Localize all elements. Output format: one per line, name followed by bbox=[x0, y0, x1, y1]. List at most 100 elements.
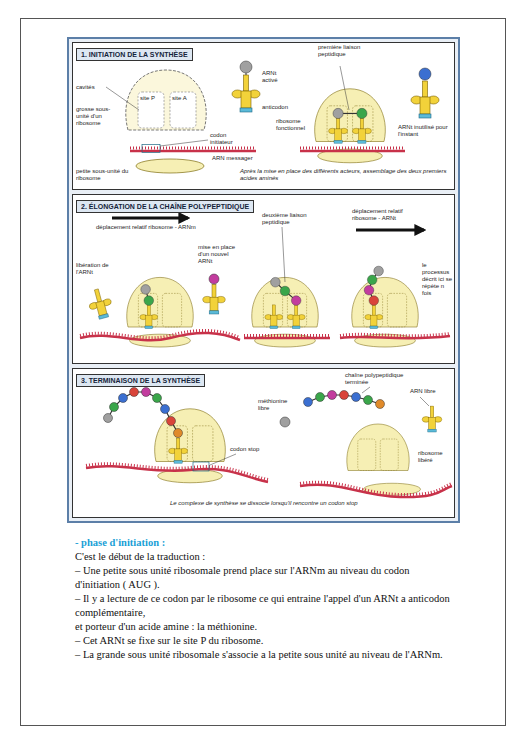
illustration-circle bbox=[333, 108, 343, 118]
figure-label: deuxième liaison peptidique bbox=[262, 212, 314, 226]
illustration-circle bbox=[340, 391, 349, 400]
figure-label: méthionine libre bbox=[258, 398, 298, 412]
figure-label: mise en place d'un nouvel ARNt bbox=[198, 244, 242, 265]
illustration-line bbox=[356, 229, 424, 232]
illustration-use bbox=[255, 334, 316, 347]
panel: 1. INITIATION DE LA SYNTHÈSE bbox=[72, 42, 455, 190]
illustration-line bbox=[106, 87, 139, 110]
illustration-circle bbox=[280, 286, 290, 296]
illustration-circle bbox=[364, 396, 373, 405]
illustration-circle bbox=[364, 285, 374, 295]
body-text: – Une petite sous unité ribosomale prend… bbox=[75, 564, 455, 592]
figure-label: site P bbox=[140, 95, 164, 102]
illustration-circle bbox=[161, 405, 170, 414]
figure-label: ribosome libéré bbox=[418, 450, 452, 464]
panel-title: 2. ÉLONGATION DE LA CHAÎNE POLYPEPTIDIQU… bbox=[76, 200, 254, 213]
illustration-circle bbox=[271, 277, 281, 287]
figure-label: ARNt activé bbox=[262, 70, 292, 84]
illustration-path bbox=[86, 464, 268, 480]
illustration-circle bbox=[419, 68, 431, 80]
figure-label: libération de l'ARNt bbox=[76, 262, 116, 276]
illustration-circle bbox=[357, 108, 367, 118]
figure-label: codon stop bbox=[230, 446, 264, 453]
panel-title: 3. TERMINAISON DE LA SYNTHÈSE bbox=[76, 374, 205, 387]
illustration-line bbox=[160, 140, 208, 146]
illustration-use bbox=[155, 409, 226, 462]
illustration-path bbox=[80, 330, 240, 337]
illustration-use bbox=[140, 305, 158, 329]
illustration-use bbox=[252, 277, 319, 327]
illustration-rect bbox=[21, 19, 506, 726]
illustration-circle bbox=[153, 394, 162, 403]
illustration-g bbox=[252, 277, 319, 347]
figure-label: ARN libre bbox=[410, 388, 450, 395]
illustration-use bbox=[411, 81, 439, 118]
figure-label: ARN messager bbox=[212, 155, 262, 162]
illustration-use bbox=[315, 89, 386, 142]
figure-label: chaîne polypeptidique terminée bbox=[345, 372, 405, 386]
illustration-g bbox=[347, 424, 409, 471]
body-text: – La grande sous unité ribosomale s'asso… bbox=[75, 648, 455, 662]
illustration-circle bbox=[104, 414, 113, 423]
illustration-use bbox=[347, 424, 409, 471]
illustration-use bbox=[232, 75, 260, 112]
figure-label: ribosome fonctionnel bbox=[276, 118, 308, 132]
illustration-circle bbox=[367, 275, 377, 285]
illustration-path bbox=[300, 485, 452, 497]
illustration-circle bbox=[130, 388, 139, 397]
illustration-path bbox=[300, 150, 405, 153]
figure-label: le processus décrit ici se répète n fois bbox=[422, 262, 454, 297]
figure-label: première liaison peptidique bbox=[318, 44, 362, 58]
illustration-path bbox=[244, 334, 330, 337]
illustration-circle bbox=[119, 394, 128, 403]
illustration-rect bbox=[170, 92, 196, 128]
figure-label: ARNt inutilisé pour l'instant bbox=[398, 124, 452, 138]
illustration-rect bbox=[72, 194, 455, 364]
illustration-path bbox=[86, 466, 268, 482]
figure-label: déplacement relatif ribosome - ARNt bbox=[352, 208, 422, 222]
illustration-path bbox=[126, 70, 206, 130]
illustration-rect bbox=[68, 38, 459, 522]
illustration-circle bbox=[280, 417, 290, 427]
illustration-path bbox=[244, 337, 330, 340]
illustration-use bbox=[329, 118, 348, 143]
illustration-use bbox=[287, 305, 305, 329]
illustration-path bbox=[130, 150, 256, 153]
body-text-block: - phase d'initiation :C'est le début de … bbox=[75, 536, 455, 662]
illustration-circle bbox=[174, 429, 183, 438]
illustration-circle bbox=[240, 61, 252, 73]
illustration-circle bbox=[352, 393, 361, 402]
figure-label: site A bbox=[172, 95, 196, 102]
illustration-polyline bbox=[108, 392, 178, 433]
illustration-line bbox=[420, 397, 429, 406]
illustration-circle bbox=[110, 403, 119, 412]
illustration-path bbox=[300, 482, 452, 494]
illustration-use bbox=[86, 287, 115, 321]
illustration-circle bbox=[209, 274, 219, 284]
illustration-circle bbox=[167, 417, 176, 426]
body-text: – Cet ARNt se fixe sur le site P du ribo… bbox=[75, 634, 455, 648]
illustration-circle bbox=[328, 391, 337, 400]
illustration-circle bbox=[291, 296, 301, 306]
illustration-line bbox=[210, 454, 236, 465]
illustration-use bbox=[352, 118, 371, 143]
figure-label: cavités bbox=[76, 84, 106, 91]
illustration-circle bbox=[376, 400, 385, 409]
illustration-rect bbox=[193, 462, 209, 471]
panel: 3. TERMINAISON DE LA SYNTHÈSE bbox=[72, 368, 455, 518]
illustration-circle bbox=[304, 398, 313, 407]
body-text: et porteur d'un acide amine : la méthion… bbox=[75, 620, 455, 634]
illustration-circle bbox=[144, 296, 154, 306]
illustration-line bbox=[362, 387, 370, 393]
illustration-use bbox=[169, 438, 188, 463]
section-heading: - phase d'initiation : bbox=[75, 536, 455, 550]
illustration-circle bbox=[316, 393, 325, 402]
illustration-use bbox=[127, 277, 194, 327]
illustration-path bbox=[340, 334, 450, 336]
illustration-path bbox=[300, 147, 405, 150]
illustration-line bbox=[340, 66, 349, 110]
illustration-use bbox=[265, 305, 283, 329]
illustration-rect bbox=[138, 92, 164, 128]
panel-title: 1. INITIATION DE LA SYNTHÈSE bbox=[76, 48, 193, 61]
